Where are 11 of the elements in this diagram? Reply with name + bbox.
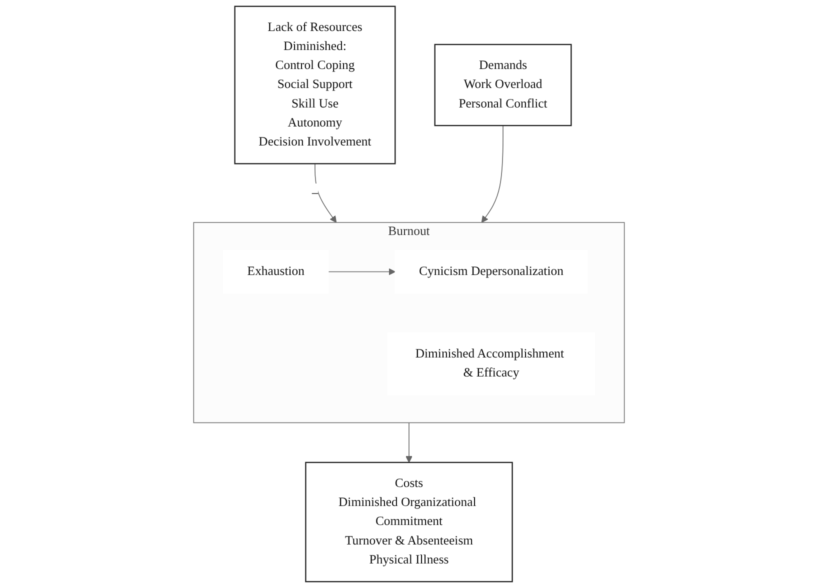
node-text: Cynicism Depersonalization — [418, 264, 563, 278]
arrow — [480, 125, 503, 223]
node-text: Diminished Accomplishment & Efficacy — [414, 347, 564, 380]
node-box: Demands Work Overload Personal Conflict — [434, 44, 572, 126]
arrow — [327, 268, 396, 276]
node-text: Exhaustion — [246, 264, 304, 278]
edge-label: – — [311, 186, 318, 200]
node-box: Lack of Resources Diminished: Control Coping Social Support Skill Use Autonomy Decision Involvement — [234, 6, 396, 164]
node-box: Costs Diminished Organizational Commitment Turnover & Absenteeism Physical Illness — [304, 462, 512, 582]
arrow — [314, 163, 336, 223]
arrow — [405, 422, 412, 463]
